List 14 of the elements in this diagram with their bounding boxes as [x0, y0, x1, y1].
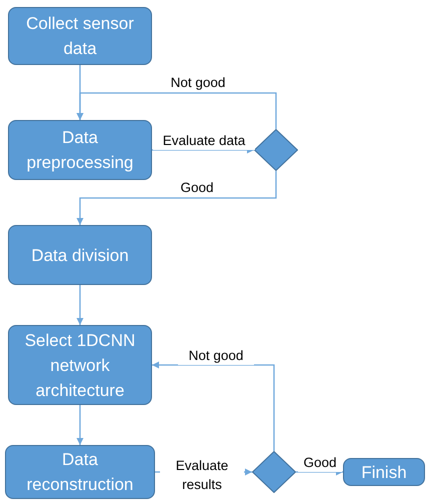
process-box: Select 1DCNN network architecture — [8, 325, 152, 405]
arrow — [76, 92, 277, 129]
arrow — [76, 405, 84, 445]
decision-diamond — [252, 451, 296, 493]
process-box: Data reconstruction — [5, 445, 155, 499]
process-box: Data division — [8, 225, 152, 285]
process-box: Collect sensor data — [8, 7, 152, 65]
arrow — [152, 362, 275, 451]
decision-diamond — [254, 129, 298, 171]
process-box: Data preprocessing — [8, 120, 152, 180]
arrow — [296, 468, 343, 476]
arrow — [76, 171, 277, 225]
process-box: Finish — [343, 458, 425, 486]
arrow — [76, 285, 84, 325]
